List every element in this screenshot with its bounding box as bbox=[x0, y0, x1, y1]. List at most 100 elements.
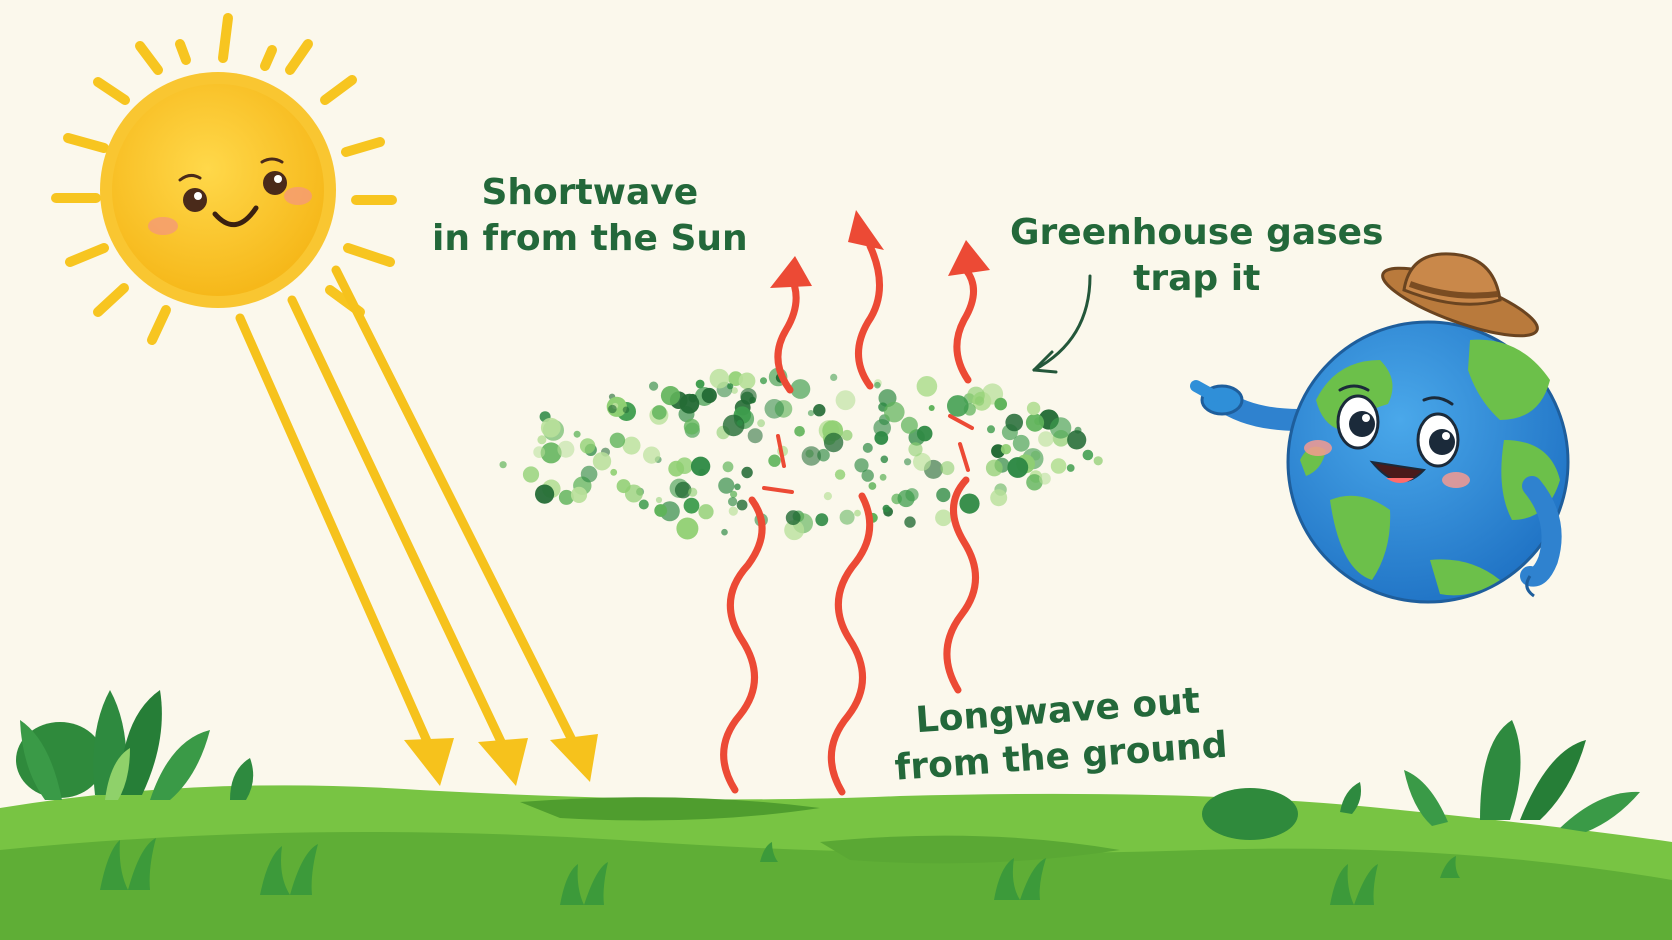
gas-molecule bbox=[862, 442, 873, 453]
gas-molecule bbox=[784, 520, 805, 541]
gas-molecule bbox=[768, 454, 781, 467]
gas-molecule bbox=[676, 517, 699, 540]
longwave-arrowheads bbox=[770, 210, 990, 288]
gas-molecule bbox=[835, 390, 856, 411]
gas-molecule bbox=[747, 428, 763, 444]
gas-molecule bbox=[624, 484, 643, 503]
gas-molecule bbox=[721, 528, 728, 536]
gas-molecule bbox=[609, 432, 626, 448]
gas-molecule bbox=[622, 406, 630, 414]
gas-molecule bbox=[1067, 430, 1087, 450]
gas-molecule bbox=[994, 397, 1007, 411]
gas-molecule bbox=[854, 458, 869, 473]
gas-molecule bbox=[736, 419, 744, 426]
gas-molecule bbox=[815, 513, 829, 527]
gas-molecule bbox=[537, 435, 547, 445]
gas-molecule bbox=[1005, 413, 1023, 432]
greenhouse-label: Greenhouse gases trap it bbox=[1010, 210, 1383, 302]
gas-molecule bbox=[688, 487, 698, 497]
gas-molecule bbox=[727, 383, 734, 390]
gas-molecule bbox=[813, 404, 826, 417]
gas-molecule bbox=[1050, 458, 1067, 474]
longwave-escaping bbox=[774, 242, 977, 394]
gas-molecule bbox=[801, 446, 821, 466]
bush-right bbox=[1202, 720, 1640, 840]
gas-molecule bbox=[904, 458, 912, 466]
gas-molecule bbox=[709, 368, 730, 389]
gas-molecule bbox=[884, 401, 905, 423]
gas-molecule bbox=[622, 436, 641, 455]
gas-molecule bbox=[730, 490, 738, 498]
shortwave-label-line2: in from the Sun bbox=[432, 218, 748, 259]
gas-molecule bbox=[990, 489, 1008, 507]
gas-molecule bbox=[652, 405, 667, 420]
gas-molecule bbox=[1000, 444, 1012, 455]
gas-molecule bbox=[947, 395, 969, 417]
curved-arrow-icon bbox=[1032, 274, 1092, 374]
gas-molecule bbox=[916, 376, 938, 397]
gas-molecule-cloud-icon bbox=[499, 367, 1103, 541]
gas-molecule bbox=[683, 497, 700, 514]
sun-icon bbox=[51, 13, 397, 345]
earth-character-with-hat-icon bbox=[1190, 252, 1570, 604]
gas-molecule bbox=[570, 486, 588, 503]
bush-left bbox=[16, 690, 254, 800]
gas-molecule bbox=[701, 387, 717, 404]
gas-molecule bbox=[540, 442, 562, 464]
gas-molecule bbox=[928, 405, 935, 411]
gas-molecule bbox=[522, 466, 540, 483]
gas-molecule bbox=[841, 429, 853, 441]
gas-molecule bbox=[655, 496, 663, 504]
gas-molecule bbox=[668, 460, 685, 477]
gas-molecule bbox=[1093, 456, 1103, 466]
gas-molecule bbox=[839, 509, 855, 525]
gas-molecule bbox=[734, 483, 741, 491]
gas-molecule bbox=[880, 455, 889, 464]
gas-molecule bbox=[760, 377, 767, 385]
grass-tufts bbox=[100, 838, 1460, 905]
shortwave-label: Shortwave in from the Sun bbox=[432, 170, 748, 262]
gas-molecule bbox=[985, 459, 1003, 477]
gas-molecule bbox=[823, 432, 844, 453]
gas-molecule bbox=[741, 466, 753, 479]
gas-molecule bbox=[868, 482, 877, 490]
gas-molecule bbox=[698, 504, 714, 520]
gas-molecule bbox=[807, 410, 815, 417]
gas-molecule bbox=[674, 481, 692, 499]
gas-molecule bbox=[935, 509, 952, 527]
gas-molecule bbox=[916, 425, 933, 442]
gas-molecule bbox=[1026, 401, 1041, 416]
gas-molecule bbox=[740, 388, 757, 405]
gas-molecule bbox=[722, 461, 734, 473]
gas-molecule bbox=[654, 504, 668, 517]
gas-molecule bbox=[1066, 464, 1075, 472]
gas-molecule bbox=[879, 473, 887, 481]
gas-molecule bbox=[679, 393, 700, 414]
gas-molecule bbox=[967, 386, 985, 405]
gas-molecule bbox=[728, 506, 738, 516]
gas-molecule bbox=[1025, 413, 1045, 432]
gas-molecule bbox=[861, 469, 874, 482]
gas-molecule bbox=[610, 468, 618, 476]
gas-molecule bbox=[1082, 449, 1094, 461]
gas-molecule bbox=[823, 492, 833, 501]
gas-molecule bbox=[936, 487, 951, 503]
gas-molecule bbox=[1026, 474, 1043, 491]
gas-molecule bbox=[660, 386, 681, 406]
gas-molecule bbox=[834, 469, 846, 480]
gas-molecule bbox=[794, 426, 805, 437]
gas-molecule bbox=[592, 452, 612, 471]
gas-molecule bbox=[736, 499, 748, 511]
gas-molecule bbox=[649, 381, 659, 391]
gas-molecule bbox=[1049, 417, 1072, 439]
gas-molecule bbox=[638, 499, 649, 510]
gas-molecule bbox=[785, 510, 801, 526]
gas-molecule bbox=[882, 504, 891, 513]
shortwave-label-line1: Shortwave bbox=[481, 172, 699, 213]
gas-molecule bbox=[580, 465, 598, 483]
gas-molecule bbox=[905, 488, 919, 502]
gas-molecule bbox=[987, 425, 995, 434]
gas-molecule bbox=[643, 446, 661, 464]
gas-molecule bbox=[1007, 457, 1029, 478]
